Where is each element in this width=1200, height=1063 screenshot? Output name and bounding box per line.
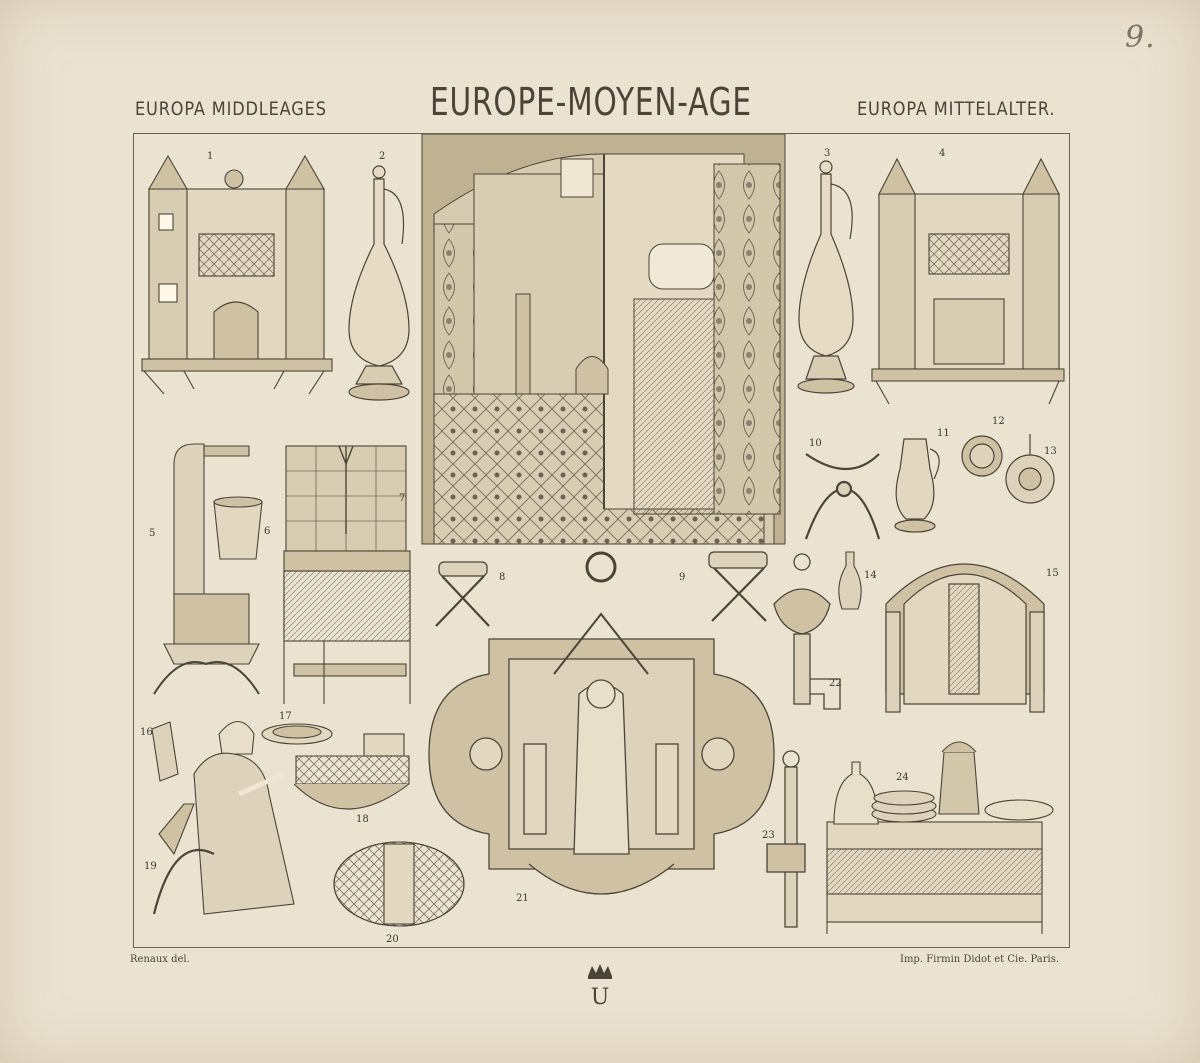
item-cradle [293, 733, 410, 810]
label-11: 11 [937, 428, 950, 439]
item-high-back-chair [153, 443, 260, 695]
title-english: EUROPA MIDDLEAGES [135, 98, 327, 120]
label-8: 8 [499, 572, 505, 583]
item-gothic-cabinet-right [871, 157, 1065, 405]
page-number: 9. [1125, 20, 1156, 55]
item-small-vase [838, 551, 862, 610]
label-7: 7 [399, 493, 405, 504]
label-24: 24 [896, 772, 909, 783]
label-17: 17 [279, 711, 292, 722]
label-19: 19 [144, 861, 157, 872]
label-14: 14 [864, 570, 877, 581]
item-medallion [961, 435, 1003, 477]
item-pitcher [894, 438, 940, 533]
item-seated-figure [152, 720, 295, 915]
item-medieval-bedroom-scene [421, 133, 786, 545]
label-10: 10 [809, 438, 822, 449]
item-scroll [151, 721, 179, 782]
label-1: 1 [207, 151, 213, 162]
item-star-pendant [1005, 434, 1055, 504]
item-x-frame-stool [804, 453, 881, 540]
item-folding-stool-left [435, 561, 490, 627]
item-ewer-left [348, 165, 410, 401]
item-long-key [766, 750, 806, 928]
label-6: 6 [264, 526, 270, 537]
label-15: 15 [1046, 568, 1059, 579]
label-21: 21 [516, 893, 529, 904]
item-dish [261, 723, 333, 745]
item-dresser-with-vessels [826, 741, 1054, 934]
plate-illustration: 1 2 [140, 133, 1065, 945]
item-reliquary-quatrefoil [428, 551, 775, 895]
item-bucket [213, 496, 263, 560]
label-16: 16 [140, 727, 153, 738]
item-ewer-right [797, 160, 855, 394]
crown-mark-icon: U [583, 962, 617, 1010]
label-13: 13 [1044, 446, 1057, 457]
label-5: 5 [149, 528, 155, 539]
label-20: 20 [386, 934, 399, 945]
label-9: 9 [679, 572, 685, 583]
label-12: 12 [992, 416, 1005, 427]
item-arched-niche [885, 563, 1045, 713]
plate-frame: 1 2 [133, 133, 1070, 948]
item-folding-stool-right [708, 551, 768, 622]
label-18: 18 [356, 814, 369, 825]
item-cushion [333, 841, 465, 927]
item-ornate-key [773, 553, 841, 710]
label-4: 4 [939, 148, 945, 159]
item-gothic-cabinet-left [141, 154, 333, 395]
item-altar-table [283, 445, 411, 704]
artist-credit: Renaux del. [130, 954, 190, 965]
printer-credit: Imp. Firmin Didot et Cie. Paris. [900, 954, 1060, 965]
title-german: EUROPA MITTELALTER. [857, 98, 1056, 120]
title-french: EUROPE-MOYEN-AGE [430, 80, 752, 124]
label-2: 2 [379, 151, 385, 162]
label-3: 3 [824, 148, 830, 159]
label-22: 22 [829, 678, 842, 689]
label-23: 23 [762, 830, 775, 841]
mark-letter: U [591, 985, 610, 1008]
